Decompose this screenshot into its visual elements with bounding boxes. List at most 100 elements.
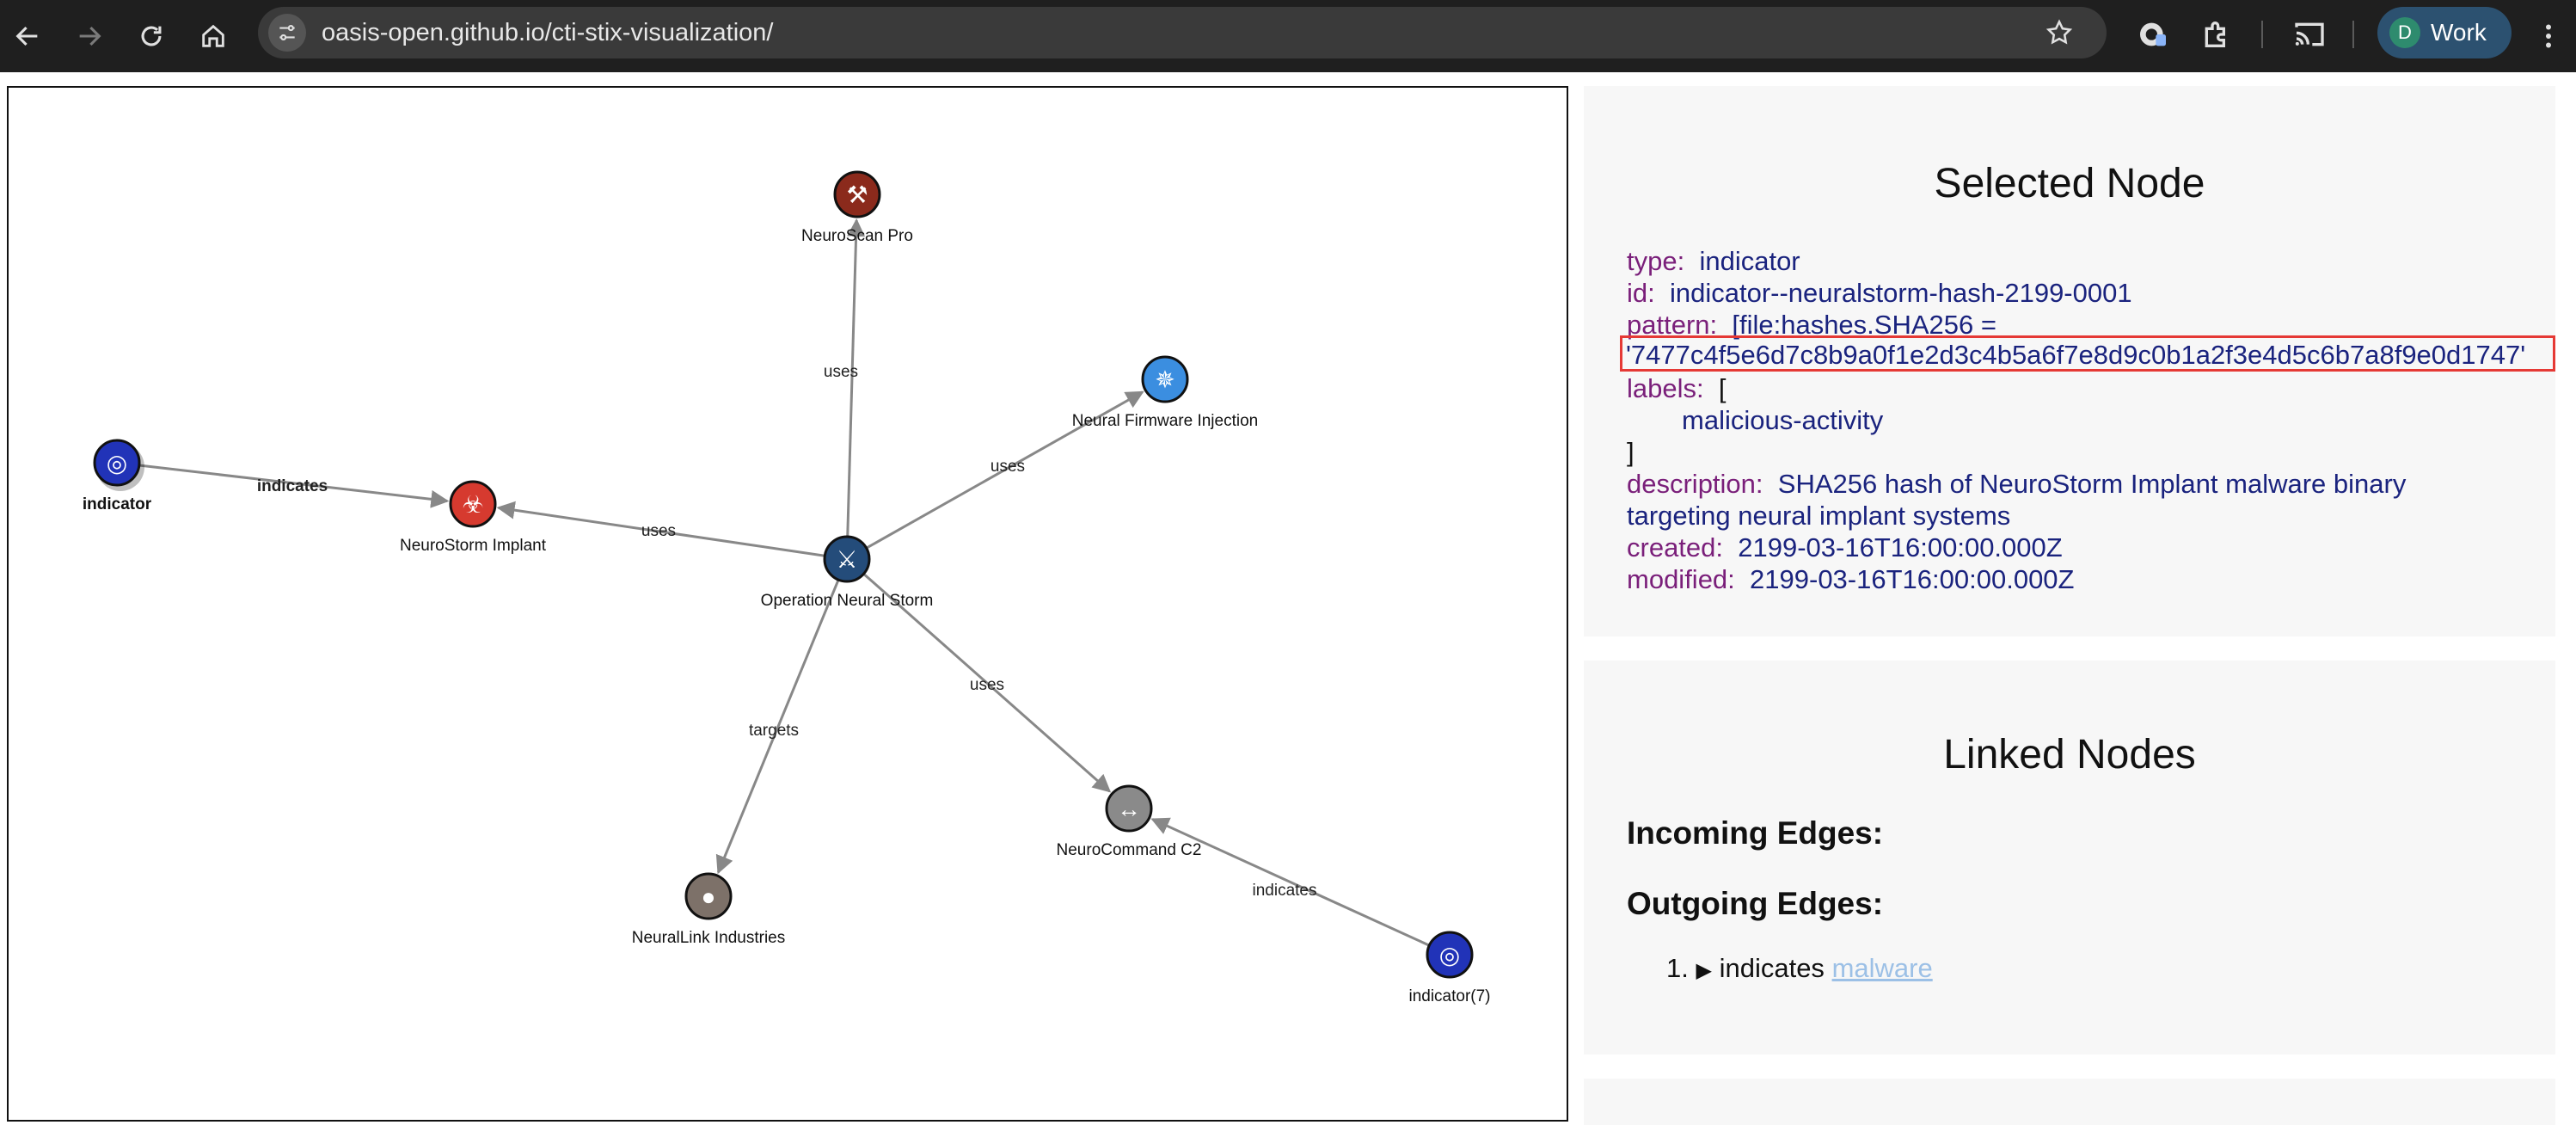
node-circle[interactable] [1426, 931, 1474, 979]
graph-edge[interactable] [138, 464, 450, 508]
forward-button[interactable] [67, 14, 112, 58]
selected-node-title: Selected Node [1934, 161, 2205, 206]
id-row: id: indicator--neuralstorm-hash-2199-000… [1627, 278, 2132, 309]
toolbar-divider [2352, 21, 2354, 48]
tune-icon [279, 25, 295, 40]
edge-label: indicates [1253, 882, 1317, 900]
home-button[interactable] [191, 14, 236, 58]
type-row: type: indicator [1627, 246, 1800, 277]
type-value: indicator [1699, 246, 1800, 276]
node-label: NeuroStorm Implant [400, 537, 547, 555]
graph-edge[interactable] [1150, 817, 1430, 947]
selected-node-panel: Selected Node type: indicator id: indica… [1584, 86, 2555, 636]
graph-node[interactable]: ◎ indicator(7) [1408, 931, 1491, 1005]
created-row: created: 2199-03-16T16:00:00.000Z [1627, 532, 2063, 563]
site-info-button[interactable] [268, 14, 306, 52]
graph-edge[interactable] [715, 579, 840, 875]
tool-icon: ⚒ [846, 181, 868, 208]
labels-open-bracket: [ [1718, 373, 1727, 403]
pattern-hash-highlight: '7477c4f5e6d7c8b9a0f1e2d3c4b5a6f7e8d9c0b… [1620, 335, 2555, 372]
bookmark-star-icon[interactable] [2045, 18, 2074, 47]
address-bar[interactable]: oasis-open.github.io/cti-stix-visualizat… [258, 7, 2107, 58]
extensions-puzzle-icon[interactable] [2199, 17, 2234, 52]
fingerprint-icon: ◎ [107, 450, 127, 476]
node-label: indicator [83, 495, 152, 513]
pattern-key: pattern: [1627, 310, 1718, 340]
campaign-cannon-icon: ⚔ [836, 546, 857, 573]
reload-button[interactable] [129, 14, 174, 58]
graph-edge[interactable] [865, 390, 1144, 550]
back-button[interactable] [5, 14, 50, 58]
profile-button[interactable]: D Work [2377, 7, 2512, 58]
labels-key: labels: [1627, 373, 1704, 403]
graph-node[interactable]: ☣NeuroStorm Implant [400, 480, 547, 555]
labels-close-bracket: ] [1627, 437, 1635, 467]
edge-label: uses [824, 363, 858, 381]
stix-graph[interactable]: usesusesindicatesusestargetsusesindicate… [9, 88, 1567, 1120]
fingerprint-icon: ◎ [1439, 942, 1460, 968]
graph-edge[interactable] [846, 218, 866, 538]
node-circle[interactable] [684, 872, 733, 920]
toolbar-divider [2261, 21, 2263, 48]
description-value-line2: targeting neural implant systems [1627, 501, 2011, 531]
labels-row: labels: [ [1627, 373, 1726, 404]
edge-label: targets [749, 722, 799, 740]
node-label: indicator(7) [1408, 987, 1490, 1005]
linked-node-link[interactable]: malware [1831, 953, 1933, 983]
node-label: Neural Firmware Injection [1072, 412, 1258, 430]
pattern-value-line1: [file:hashes.SHA256 = [1732, 310, 1996, 340]
id-key: id: [1627, 278, 1655, 308]
graph-edge[interactable] [496, 501, 825, 557]
graph-node[interactable]: ⚒ NeuroScan Pro [801, 170, 913, 245]
graph-node[interactable]: ↔NeuroCommand C2 [1057, 784, 1202, 859]
node-circle[interactable] [823, 535, 871, 583]
graph-node[interactable]: ⚔Operation Neural Storm [761, 535, 934, 610]
profile-name: Work [2431, 19, 2487, 46]
additional-panel [1584, 1079, 2555, 1125]
incoming-edges-heading: Incoming Edges: [1627, 815, 1884, 851]
outgoing-edge-item[interactable]: 1. ▶ indicates malware [1666, 953, 1933, 984]
node-circle[interactable] [833, 170, 881, 218]
graph-edge[interactable] [862, 573, 1112, 793]
pattern-value-line2: '7477c4f5e6d7c8b9a0f1e2d3c4b5a6f7e8d9c0b… [1626, 340, 2526, 370]
expand-triangle-icon[interactable]: ▶ [1696, 959, 1712, 982]
node-circle[interactable] [1105, 784, 1153, 833]
graph-node[interactable]: ◎ indicator [83, 439, 152, 513]
graph-node[interactable]: ✵ Neural Firmware Injection [1072, 355, 1258, 430]
list-number: 1. [1666, 953, 1689, 983]
edge-label: uses [641, 522, 676, 540]
graph-node[interactable]: ● NeuralLink Industries [632, 872, 785, 947]
avatar: D [2389, 17, 2420, 48]
back-arrow-icon [15, 26, 38, 46]
identity-icon: ● [702, 883, 716, 910]
labels-item: malicious-activity [1682, 405, 1884, 435]
reload-icon [141, 26, 162, 46]
linked-nodes-panel: Linked Nodes Incoming Edges: Outgoing Ed… [1584, 661, 2555, 1054]
created-key: created: [1627, 532, 1724, 562]
type-key: type: [1627, 246, 1685, 276]
linked-nodes-title: Linked Nodes [1943, 732, 2196, 778]
cast-icon[interactable] [2292, 17, 2327, 52]
attack-pattern-icon: ✵ [1155, 366, 1175, 393]
description-value-line1: SHA256 hash of NeuroStorm Implant malwar… [1777, 469, 2407, 499]
modified-row: modified: 2199-03-16T16:00:00.000Z [1627, 564, 2074, 595]
more-vert-icon[interactable] [2533, 19, 2564, 53]
id-value: indicator--neuralstorm-hash-2199-0001 [1669, 278, 2132, 308]
edge-relation: indicates [1719, 953, 1825, 983]
node-circle[interactable] [449, 480, 497, 528]
node-circle[interactable] [93, 439, 141, 487]
browser-toolbar: oasis-open.github.io/cti-stix-visualizat… [0, 0, 2576, 72]
pattern-row: pattern: [file:hashes.SHA256 = [1627, 310, 1996, 341]
node-circle[interactable] [1141, 355, 1189, 403]
password-manager-icon[interactable] [2136, 17, 2170, 52]
outgoing-edges-heading: Outgoing Edges: [1627, 886, 1884, 921]
infrastructure-icon: ↔ [1117, 796, 1141, 822]
url-text[interactable]: oasis-open.github.io/cti-stix-visualizat… [322, 19, 774, 46]
modified-key: modified: [1627, 564, 1735, 594]
edge-label: uses [991, 458, 1025, 476]
node-label: NeuralLink Industries [632, 929, 785, 947]
node-label: NeuroScan Pro [801, 227, 913, 245]
description-key: description: [1627, 469, 1763, 499]
edge-label: uses [970, 676, 1004, 694]
